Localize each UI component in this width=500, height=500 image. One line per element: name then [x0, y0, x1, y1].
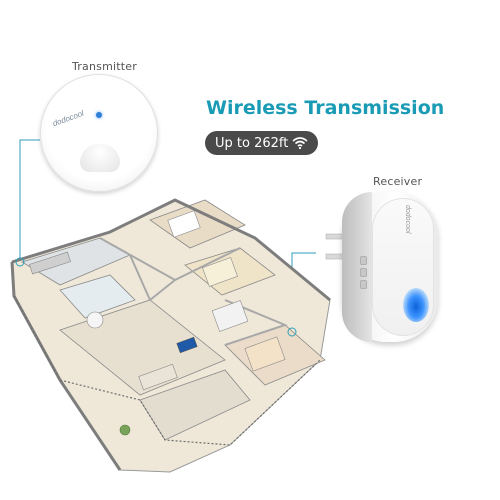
dining-table	[86, 311, 104, 329]
transmitter-location-marker	[15, 257, 25, 267]
wall-outer-left	[10, 261, 122, 471]
receiver-key	[360, 268, 367, 277]
transmitter-button	[80, 144, 120, 172]
headline: Wireless Transmission	[206, 97, 445, 119]
wifi-icon	[292, 137, 308, 149]
sofa	[138, 363, 178, 391]
receiver-key	[360, 280, 367, 289]
wall-inner-2	[174, 247, 241, 281]
wardrobe	[211, 300, 249, 332]
tv-unit	[176, 336, 198, 354]
receiver-location-marker	[287, 327, 297, 337]
range-badge: Up to 262ft	[205, 131, 318, 155]
receiver-label: Receiver	[373, 175, 423, 188]
transmitter-device: dodocool	[40, 74, 158, 192]
receiver-blue-light	[403, 288, 429, 322]
transmitter-connector	[19, 139, 40, 258]
kitchen-counter	[29, 251, 71, 275]
receiver-key	[360, 256, 367, 265]
bed-right	[202, 257, 238, 287]
transmitter-led	[96, 112, 102, 118]
receiver-brand: dodocool	[404, 205, 411, 234]
railing-front	[13, 295, 321, 446]
receiver-side-panel	[342, 192, 372, 342]
wall-outer-top	[11, 198, 331, 302]
wall-inner-4	[129, 254, 151, 301]
transmitter-label: Transmitter	[72, 60, 137, 73]
bed-top	[167, 210, 201, 238]
bed-bottom	[244, 336, 286, 372]
plant	[119, 424, 131, 436]
range-text: Up to 262ft	[215, 135, 289, 151]
room-bathroom	[59, 274, 136, 319]
wall-inner-3	[224, 299, 288, 346]
